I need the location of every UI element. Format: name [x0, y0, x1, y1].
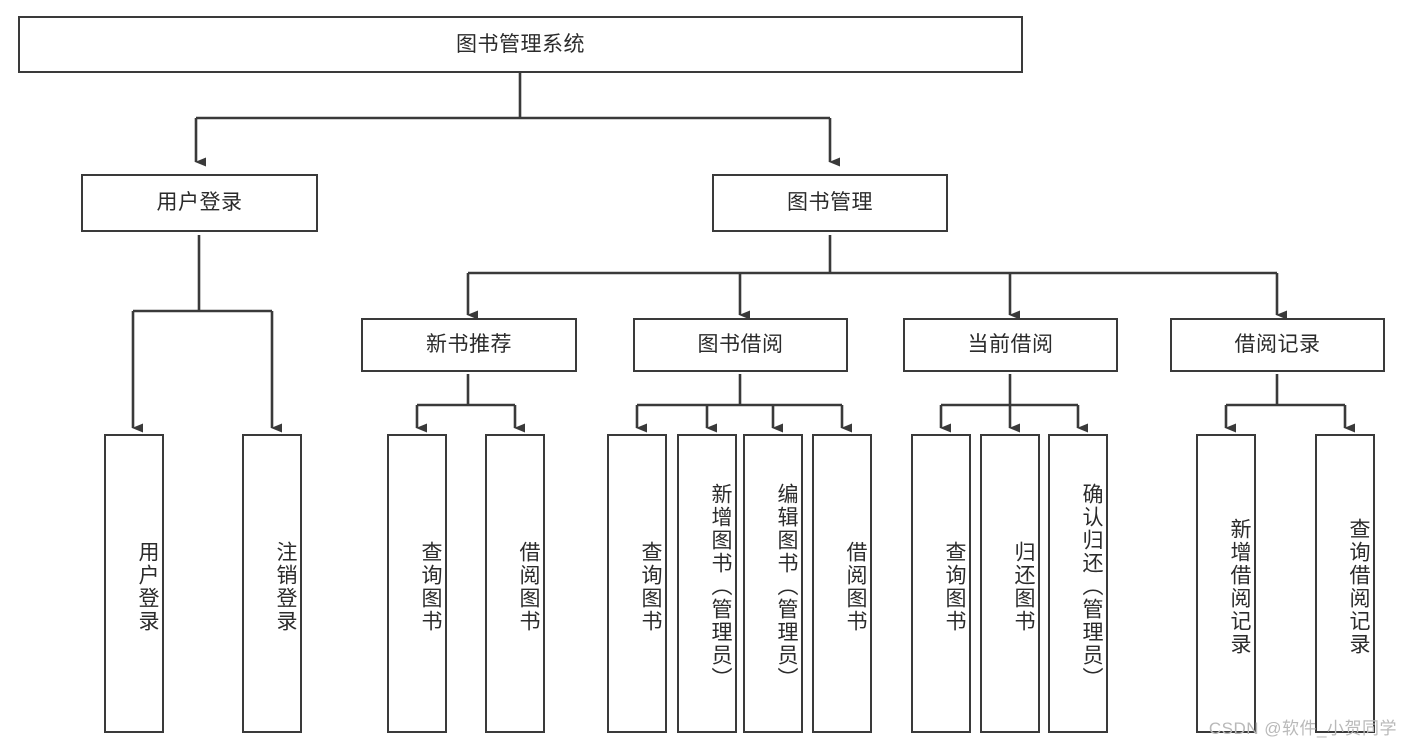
node-current-borrow[interactable]: 当前借阅: [903, 318, 1118, 372]
node-label: 查询图书: [943, 540, 966, 633]
node-book-management-system[interactable]: 图书管理系统: [18, 16, 1023, 73]
node-label: 当前借阅: [967, 333, 1054, 357]
node-leaf-user-login[interactable]: 用户登录: [104, 434, 164, 733]
node-leaf-logout-login[interactable]: 注销登录: [242, 434, 302, 733]
node-label: 借阅图书: [517, 540, 540, 633]
node-label: 新增借阅记录: [1228, 517, 1251, 656]
node-label: 图书管理系统: [456, 32, 585, 56]
node-label: 查询图书: [419, 540, 442, 633]
node-label: 归还图书: [1012, 540, 1035, 633]
node-label: 注销登录: [274, 540, 297, 633]
node-label: 借阅图书: [844, 540, 867, 633]
node-borrow-record[interactable]: 借阅记录: [1170, 318, 1385, 372]
node-label: 新书推荐: [426, 333, 512, 357]
watermark-text: CSDN @软件_小贺同学: [1208, 719, 1397, 738]
node-book-borrow[interactable]: 图书借阅: [633, 318, 848, 372]
node-leaf-add-record[interactable]: 新增借阅记录: [1196, 434, 1256, 733]
node-label: 图书管理: [787, 191, 873, 215]
node-label: 查询图书: [639, 540, 662, 633]
node-leaf-query-record[interactable]: 查询借阅记录: [1315, 434, 1375, 733]
node-new-book-recommend[interactable]: 新书推荐: [361, 318, 577, 372]
node-book-management[interactable]: 图书管理: [712, 174, 948, 232]
node-leaf-return-book[interactable]: 归还图书: [980, 434, 1040, 733]
node-user-login[interactable]: 用户登录: [81, 174, 318, 232]
node-leaf-borrow-book-1[interactable]: 借阅图书: [485, 434, 545, 733]
node-label: 借阅记录: [1234, 333, 1321, 357]
node-leaf-add-book[interactable]: 新增图书（管理员）: [677, 434, 737, 733]
node-leaf-confirm-return[interactable]: 确认归还（管理员）: [1048, 434, 1108, 733]
node-label: 用户登录: [136, 540, 159, 633]
node-leaf-borrow-book-2[interactable]: 借阅图书: [812, 434, 872, 733]
node-label: 查询借阅记录: [1347, 517, 1370, 656]
node-leaf-edit-book[interactable]: 编辑图书（管理员）: [743, 434, 803, 733]
node-leaf-query-book-2[interactable]: 查询图书: [607, 434, 667, 733]
node-label: 编辑图书（管理员）: [775, 483, 798, 690]
node-label: 图书借阅: [697, 333, 784, 357]
node-label: 确认归还（管理员）: [1080, 483, 1103, 690]
node-label: 用户登录: [156, 191, 243, 215]
node-leaf-query-book-1[interactable]: 查询图书: [387, 434, 447, 733]
node-label: 新增图书（管理员）: [709, 483, 732, 690]
node-leaf-query-book-3[interactable]: 查询图书: [911, 434, 971, 733]
